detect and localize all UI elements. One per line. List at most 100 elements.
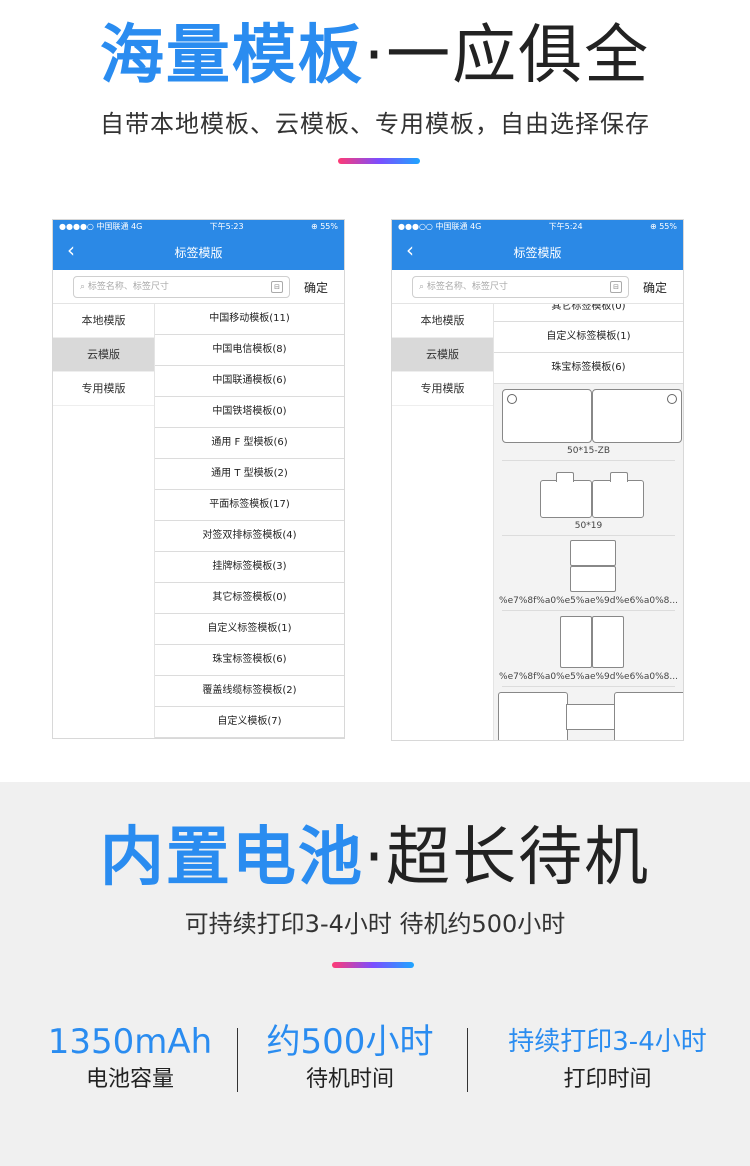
nav-bar: ‹ 标签模版 [53, 234, 344, 270]
thumbnail-caption: 50*15-ZB [567, 446, 610, 456]
nav-title: 标签模版 [174, 246, 223, 260]
template-item[interactable]: 通用 T 型模板(2) [155, 459, 344, 490]
battery-section: 内置电池·超长待机 可持续打印3-4小时 待机约500小时 1350mAh 电池… [0, 782, 750, 1166]
headline-blue-text: 海量模板 [99, 19, 364, 93]
stat-value: 1350mAh [47, 1022, 213, 1062]
status-bar: ●●●●○ 中国联通 4G 下午5:23 ⊕ 55% [53, 220, 344, 234]
thumbnail-caption: %e7%8f%a0%e5%ae%9d%e6%a0%8... [499, 672, 678, 682]
battery-headline: 内置电池·超长待机 [0, 812, 750, 904]
label-thumbnail[interactable] [592, 389, 682, 443]
template-item[interactable]: 自定义标签模板(1) [155, 614, 344, 645]
divider [502, 610, 675, 611]
template-item[interactable]: 中国联通模板(6) [155, 366, 344, 397]
category-list: 本地模版 云模版 专用模版 [53, 304, 155, 738]
search-row: ⌕ 标签名称、标签尺寸 ⊟ 确定 [53, 270, 344, 304]
templates-section: 海量模板·一应俱全 自带本地模板、云模板、专用模板，自由选择保存 ●●●●○ 中… [0, 10, 750, 741]
status-bar: ●●●○○ 中国联通 4G 下午5:24 ⊕ 55% [392, 220, 683, 234]
template-item[interactable]: 平面标签模板(17) [155, 490, 344, 521]
category-cloud[interactable]: 云模版 [392, 338, 493, 372]
scan-icon[interactable]: ⊟ [610, 281, 622, 293]
label-thumbnail[interactable] [502, 389, 592, 443]
hole-icon [667, 394, 677, 404]
template-list: 其它标签模板(0) 自定义标签模板(1) 珠宝标签模板(6) 50*15-ZB [494, 304, 683, 740]
label-thumbnail[interactable] [566, 704, 616, 730]
category-cloud[interactable]: 云模版 [53, 338, 154, 372]
stat-print-time: 持续打印3-4小时 打印时间 [480, 1020, 735, 1096]
templates-headline: 海量模板·一应俱全 [0, 10, 750, 102]
battery-indicator: ⊕ 55% [310, 222, 338, 231]
search-input[interactable]: ⌕ 标签名称、标签尺寸 ⊟ [412, 276, 629, 298]
templates-subtitle: 自带本地模板、云模板、专用模板，自由选择保存 [100, 110, 650, 138]
divider [502, 535, 675, 536]
search-row: ⌕ 标签名称、标签尺寸 ⊟ 确定 [392, 270, 683, 304]
thumbnail-caption: %e7%8f%a0%e5%ae%9d%e6%a0%8... [499, 596, 678, 606]
search-placeholder: 标签名称、标签尺寸 [87, 282, 169, 292]
search-placeholder: 标签名称、标签尺寸 [426, 282, 508, 292]
template-item[interactable]: 中国电信模板(8) [155, 335, 344, 366]
template-item[interactable]: 珠宝标签模板(6) [494, 353, 683, 384]
label-tab [556, 472, 574, 482]
phone-screenshot-cloud: ●●●○○ 中国联通 4G 下午5:24 ⊕ 55% ‹ 标签模版 ⌕ 标签名称… [391, 219, 684, 741]
search-icon: ⌕ [80, 282, 88, 292]
phone-screenshot-local: ●●●●○ 中国联通 4G 下午5:23 ⊕ 55% ‹ 标签模版 ⌕ 标签名称… [52, 219, 345, 739]
back-arrow-icon[interactable]: ‹ [67, 238, 75, 262]
headline-black-text: ·超长待机 [363, 821, 651, 895]
template-item[interactable]: 珠宝标签模板(6) [155, 645, 344, 676]
label-thumbnail[interactable] [570, 540, 616, 566]
stat-label: 电池容量 [85, 1067, 174, 1092]
confirm-button[interactable]: 确定 [642, 281, 667, 295]
confirm-button[interactable]: 确定 [303, 281, 328, 295]
search-icon: ⌕ [419, 282, 427, 292]
template-list: 中国移动模板(11) 中国电信模板(8) 中国联通模板(6) 中国铁塔模板(0)… [155, 304, 344, 738]
headline-black-text: ·一应俱全 [363, 19, 651, 93]
template-item[interactable]: 通用 F 型模板(6) [155, 428, 344, 459]
category-list: 本地模版 云模版 专用模版 [392, 304, 494, 740]
headline-blue-text: 内置电池 [99, 821, 364, 895]
template-item[interactable]: 自定义模板(7) [155, 707, 344, 738]
category-local[interactable]: 本地模版 [53, 304, 154, 338]
carrier-text: ●●●○○ 中国联通 4G [398, 222, 482, 231]
thumbnail-caption: 50*19 [574, 521, 603, 531]
label-tab [610, 472, 628, 482]
label-thumbnail[interactable] [614, 692, 683, 740]
template-item[interactable]: 中国铁塔模板(0) [155, 397, 344, 428]
stat-divider [237, 1028, 238, 1092]
template-item[interactable]: 对签双排标签模板(4) [155, 521, 344, 552]
battery-subtitle: 可持续打印3-4小时 待机约500小时 [184, 910, 566, 938]
carrier-text: ●●●●○ 中国联通 4G [59, 222, 143, 231]
label-thumbnail[interactable] [592, 616, 624, 668]
template-item[interactable]: 自定义标签模板(1) [494, 322, 683, 353]
category-special[interactable]: 专用模版 [53, 372, 154, 406]
template-item-partial[interactable]: 其它标签模板(0) [494, 304, 683, 322]
label-thumbnail[interactable] [560, 616, 592, 668]
template-item[interactable]: 其它标签模板(0) [155, 583, 344, 614]
gradient-divider [332, 962, 414, 968]
back-arrow-icon[interactable]: ‹ [406, 238, 414, 262]
category-local[interactable]: 本地模版 [392, 304, 493, 338]
nav-bar: ‹ 标签模版 [392, 234, 683, 270]
status-time: 下午5:23 [209, 222, 244, 231]
template-item[interactable]: 挂牌标签模板(3) [155, 552, 344, 583]
label-thumbnail[interactable] [570, 566, 616, 592]
label-thumbnail[interactable] [498, 692, 568, 740]
template-item[interactable]: 覆盖线缆标签模板(2) [155, 676, 344, 707]
nav-title: 标签模版 [513, 246, 562, 260]
stat-standby-time: 约500小时 待机时间 [250, 1020, 450, 1096]
battery-indicator: ⊕ 55% [649, 222, 677, 231]
status-time: 下午5:24 [548, 222, 583, 231]
search-input[interactable]: ⌕ 标签名称、标签尺寸 ⊟ [73, 276, 290, 298]
template-thumbnails: 50*15-ZB 50*19 %e7%8f%a0%e5%ae%9d%e6%a0%… [494, 384, 683, 740]
category-special[interactable]: 专用模版 [392, 372, 493, 406]
stat-battery-capacity: 1350mAh 电池容量 [40, 1020, 220, 1096]
gradient-divider [338, 158, 420, 164]
template-item[interactable]: 中国移动模板(11) [155, 304, 344, 335]
stat-value: 约500小时 [266, 1022, 434, 1062]
label-thumbnail[interactable] [592, 480, 644, 518]
label-thumbnail[interactable] [540, 480, 592, 518]
scan-icon[interactable]: ⊟ [271, 281, 283, 293]
stat-divider [467, 1028, 468, 1092]
hole-icon [507, 394, 517, 404]
divider [502, 460, 675, 461]
stat-label: 待机时间 [305, 1067, 394, 1092]
